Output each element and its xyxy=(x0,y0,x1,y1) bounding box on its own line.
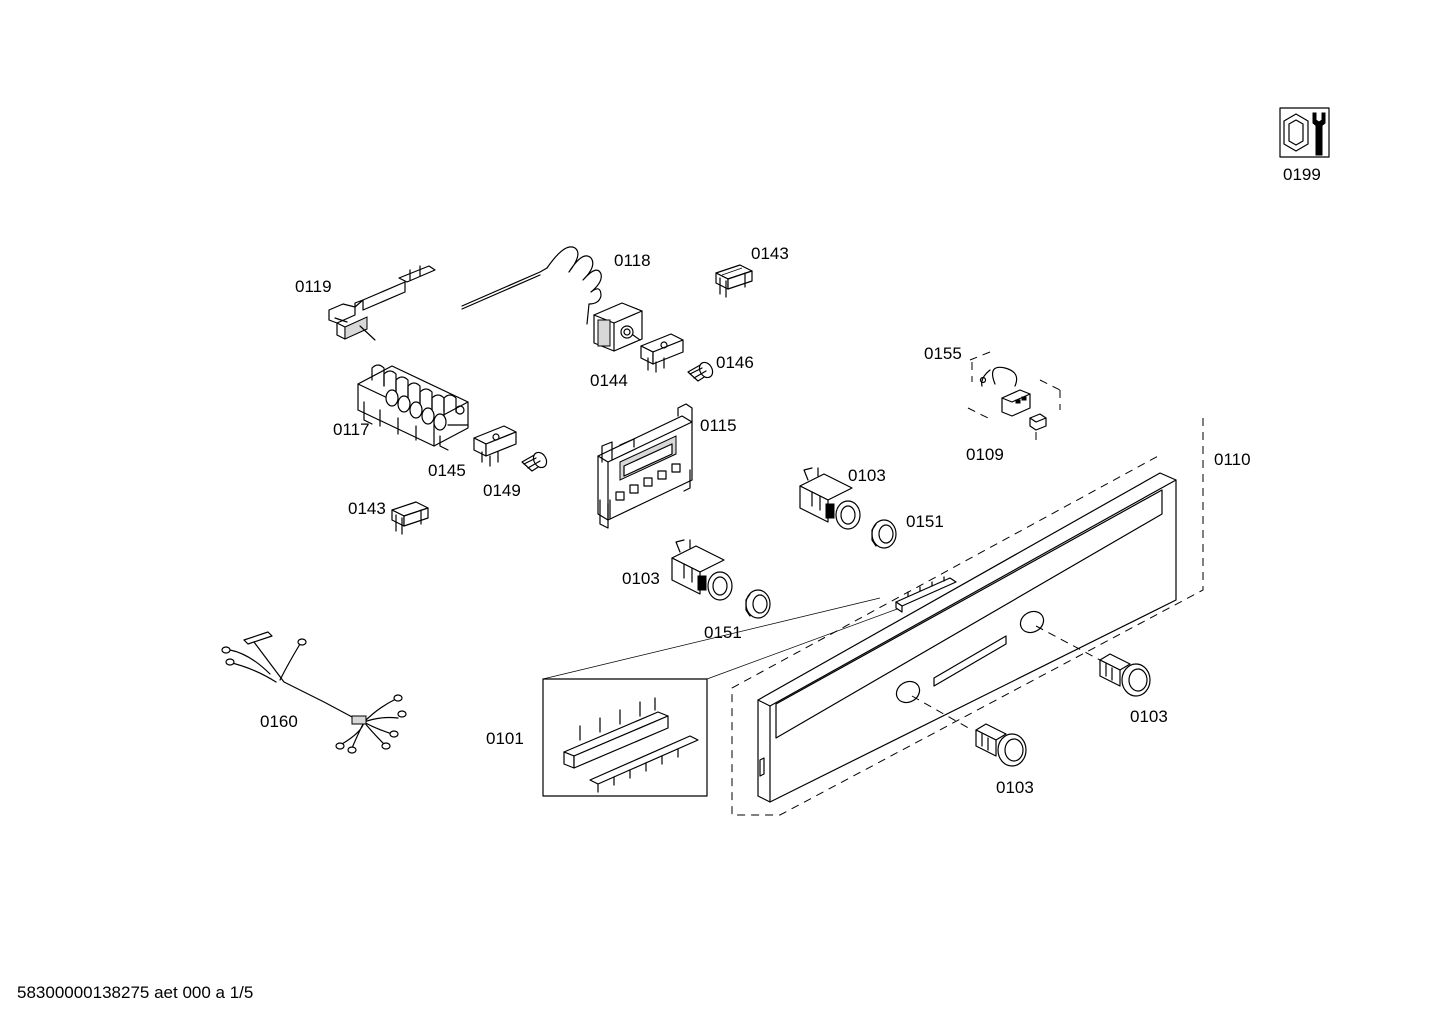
part-0143-clip-top xyxy=(715,264,753,298)
part-labels: 0199 0119 0118 0143 0155 0144 0146 0117 … xyxy=(260,165,1321,797)
part-0103-knob-center xyxy=(799,467,861,530)
label-0145: 0145 xyxy=(428,461,466,480)
label-0103-bottom-right: 0103 xyxy=(1130,707,1168,726)
label-0115: 0115 xyxy=(700,416,737,435)
part-0144-terminal xyxy=(640,333,684,373)
label-0101: 0101 xyxy=(486,729,524,748)
panel-indicator-strip xyxy=(895,576,957,613)
part-0103-knob-bottom-right xyxy=(1099,653,1151,697)
part-0103-knob-bottom xyxy=(975,723,1027,767)
label-0110: 0110 xyxy=(1214,450,1251,469)
assembly-line-left xyxy=(911,695,973,731)
part-0119-bracket xyxy=(328,265,436,341)
part-0115-timer-module xyxy=(597,403,693,529)
document-id: 58300000138275 aet 000 a 1/5 xyxy=(17,983,253,1002)
wrench-nut-icon xyxy=(1279,107,1330,158)
label-0160: 0160 xyxy=(260,712,298,731)
part-0145-terminal xyxy=(473,425,517,467)
part-0151-ring-right xyxy=(871,519,897,549)
label-0144: 0144 xyxy=(590,371,628,390)
part-0149-lamp xyxy=(521,451,548,472)
label-0117: 0117 xyxy=(333,420,370,439)
label-0103-bottom: 0103 xyxy=(996,778,1034,797)
part-0146-lamp xyxy=(687,361,714,382)
part-0151-ring-left xyxy=(745,589,771,619)
part-0143-clip-left xyxy=(391,501,429,535)
label-0151-left: 0151 xyxy=(704,623,742,642)
label-0103-center: 0103 xyxy=(848,466,886,485)
label-0155: 0155 xyxy=(924,344,962,363)
label-0118: 0118 xyxy=(614,251,651,270)
label-0146: 0146 xyxy=(716,353,754,372)
label-0119: 0119 xyxy=(295,277,332,296)
part-0117-selector-switch xyxy=(357,364,469,451)
label-0143-top: 0143 xyxy=(751,244,789,263)
part-0103-knob-left xyxy=(671,539,733,601)
label-0143-left: 0143 xyxy=(348,499,386,518)
part-0155-wiring xyxy=(967,351,1061,440)
part-0101-button-strip xyxy=(542,597,901,797)
part-0118-thermostat xyxy=(461,246,643,352)
label-0109: 0109 xyxy=(966,445,1004,464)
label-0149: 0149 xyxy=(483,481,521,500)
assembly-line-right xyxy=(1035,625,1101,661)
label-0199: 0199 xyxy=(1283,165,1321,184)
part-0160-wiring-harness xyxy=(221,631,407,754)
label-0151-right: 0151 xyxy=(906,512,944,531)
label-0103-left: 0103 xyxy=(622,569,660,588)
